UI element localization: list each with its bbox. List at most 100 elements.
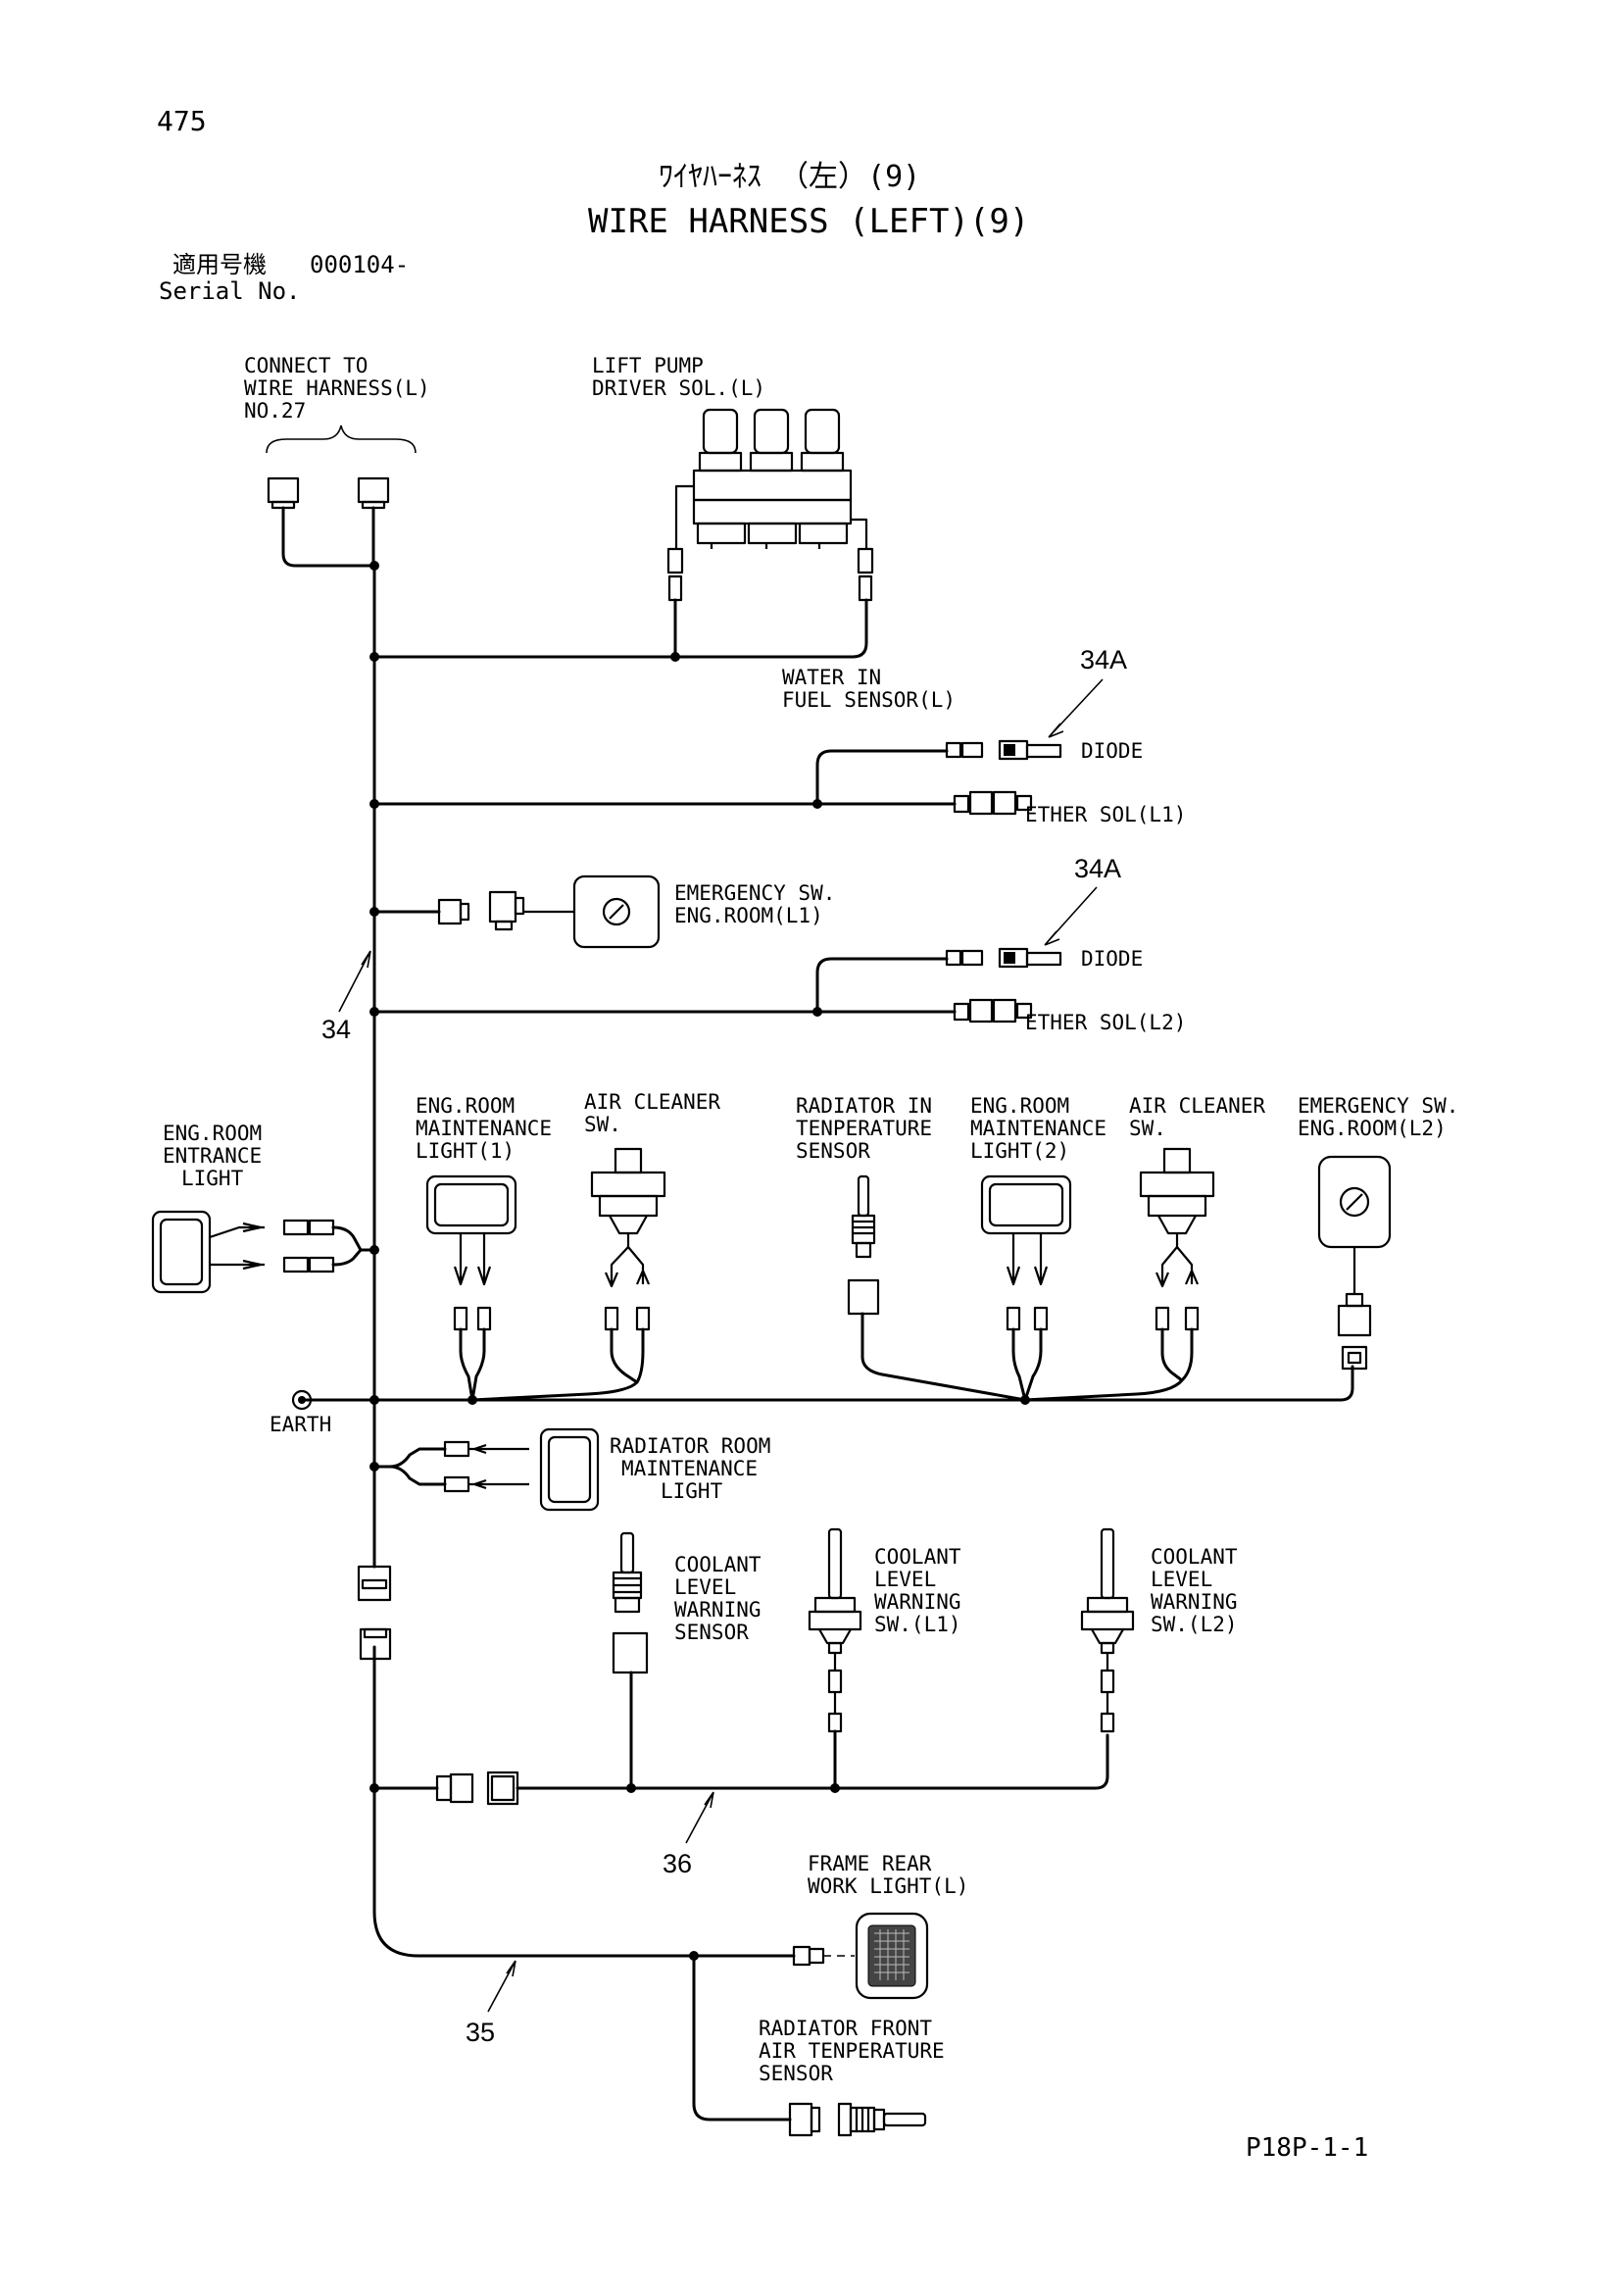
connector-icon bbox=[666, 547, 874, 602]
lift-pump-label: LIFT PUMP DRIVER SOL.(L) bbox=[592, 354, 765, 400]
title-en: WIRE HARNESS (LEFT)(9) bbox=[588, 202, 1029, 241]
diode-icon bbox=[945, 739, 1062, 761]
svg-text:SW.: SW. bbox=[584, 1113, 621, 1136]
coolant-level-sw-l2-label: COOLANT LEVEL WARNING SW.(L2) bbox=[1151, 1545, 1238, 1636]
svg-text:RADIATOR FRONT: RADIATOR FRONT bbox=[759, 2017, 932, 2040]
earth-icon bbox=[291, 1389, 313, 1411]
diode-2-label: DIODE bbox=[1081, 947, 1143, 971]
callout-36: 36 bbox=[663, 1849, 692, 1878]
ether-diode-wire-1 bbox=[372, 749, 957, 806]
svg-text:LIGHT: LIGHT bbox=[661, 1479, 723, 1503]
lamp-icon bbox=[151, 1210, 212, 1294]
svg-text:SW.: SW. bbox=[1129, 1117, 1166, 1140]
svg-text:AIR CLEANER: AIR CLEANER bbox=[584, 1090, 720, 1114]
svg-text:WARNING: WARNING bbox=[674, 1598, 762, 1622]
connector-icon bbox=[792, 1945, 825, 1967]
connector-icon bbox=[267, 476, 390, 510]
svg-text:MAINTENANCE: MAINTENANCE bbox=[970, 1117, 1106, 1140]
svg-text:RADIATOR ROOM: RADIATOR ROOM bbox=[610, 1434, 770, 1458]
radiator-front-air-temp-label: RADIATOR FRONT AIR TENPERATURE SENSOR bbox=[759, 2017, 945, 2085]
svg-text:LIGHT(1): LIGHT(1) bbox=[416, 1139, 515, 1163]
radiator-in-temp-label: RADIATOR IN TENPERATURE SENSOR bbox=[796, 1094, 932, 1163]
entrance-light-wires bbox=[209, 1222, 265, 1271]
ether-sol-l2-label: ETHER SOL(L2) bbox=[1025, 1011, 1186, 1034]
callout-35: 35 bbox=[466, 2018, 495, 2047]
coolant-level-sensor-label: COOLANT LEVEL WARNING SENSOR bbox=[674, 1553, 762, 1644]
connector-icon bbox=[357, 1565, 392, 1661]
diode-icon bbox=[945, 947, 1062, 969]
connector-icon bbox=[953, 790, 1033, 816]
eng-room-maint-1-label: ENG.ROOM MAINTENANCE LIGHT(1) bbox=[416, 1094, 552, 1163]
svg-text:MAINTENANCE: MAINTENANCE bbox=[621, 1457, 758, 1480]
lamp-icon bbox=[425, 1174, 517, 1235]
main-trunk-wire bbox=[372, 565, 796, 1958]
svg-text:LIFT PUMP: LIFT PUMP bbox=[592, 354, 704, 377]
svg-text:SENSOR: SENSOR bbox=[674, 1621, 749, 1644]
water-in-fuel-label: WATER IN FUEL SENSOR(L) bbox=[782, 666, 956, 712]
air-cleaner-sw-2-label: AIR CLEANER SW. bbox=[1129, 1094, 1265, 1140]
earth-bus-wire bbox=[302, 1365, 1354, 1402]
emergency-sw-l1-label: EMERGENCY SW. ENG.ROOM(L1) bbox=[674, 881, 835, 927]
svg-text:ENG.ROOM: ENG.ROOM bbox=[416, 1094, 515, 1118]
sensor-icon bbox=[1139, 1147, 1215, 1247]
svg-text:WATER IN: WATER IN bbox=[782, 666, 881, 689]
diode-1-label: DIODE bbox=[1081, 739, 1143, 763]
sensor-icon bbox=[590, 1147, 666, 1247]
switch-icon bbox=[1317, 1155, 1392, 1249]
serial-value: 000104- bbox=[310, 251, 409, 278]
svg-text:LEVEL: LEVEL bbox=[874, 1568, 936, 1591]
frame-rear-work-light-label: FRAME REAR WORK LIGHT(L) bbox=[808, 1852, 968, 1898]
serial-label-en: Serial No. bbox=[159, 277, 301, 305]
connector-icon bbox=[953, 998, 1033, 1023]
ether-sol-l1-label: ETHER SOL(L1) bbox=[1025, 803, 1186, 826]
sensor-icon bbox=[612, 1531, 649, 1674]
svg-text:SENSOR: SENSOR bbox=[759, 2062, 833, 2085]
svg-text:ENG.ROOM(L1): ENG.ROOM(L1) bbox=[674, 904, 823, 927]
svg-text:EMERGENCY SW.: EMERGENCY SW. bbox=[674, 881, 835, 905]
page-number: 475 bbox=[157, 105, 207, 137]
svg-text:LIGHT: LIGHT bbox=[181, 1167, 244, 1190]
svg-text:MAINTENANCE: MAINTENANCE bbox=[416, 1117, 552, 1140]
svg-text:COOLANT: COOLANT bbox=[674, 1553, 762, 1576]
brace bbox=[266, 424, 417, 454]
serial-label-jp: 適用号機 bbox=[172, 251, 267, 278]
svg-text:NO.27: NO.27 bbox=[244, 399, 306, 423]
lift-pump-wire bbox=[372, 598, 868, 659]
svg-text:DRIVER SOL.(L): DRIVER SOL.(L) bbox=[592, 376, 765, 400]
svg-text:EMERGENCY SW.: EMERGENCY SW. bbox=[1298, 1094, 1458, 1118]
coolant-branch-wire bbox=[372, 1671, 1109, 1790]
connector-icon bbox=[788, 2102, 821, 2137]
work-light-icon bbox=[855, 1912, 929, 2000]
lamp-icon bbox=[980, 1174, 1072, 1235]
eng-room-entrance-label: ENG.ROOM ENTRANCE LIGHT bbox=[163, 1122, 262, 1190]
svg-text:AIR CLEANER: AIR CLEANER bbox=[1129, 1094, 1265, 1118]
svg-text:WORK LIGHT(L): WORK LIGHT(L) bbox=[808, 1874, 968, 1898]
callout-34a-1: 34A bbox=[1080, 645, 1127, 674]
callout-34a-2: 34A bbox=[1074, 854, 1121, 883]
harness-link-wire bbox=[281, 506, 376, 568]
svg-text:ENG.ROOM: ENG.ROOM bbox=[970, 1094, 1069, 1118]
svg-text:TENPERATURE: TENPERATURE bbox=[796, 1117, 932, 1140]
coolant-level-sw-l1-label: COOLANT LEVEL WARNING SW.(L1) bbox=[874, 1545, 961, 1636]
svg-text:FRAME REAR: FRAME REAR bbox=[808, 1852, 932, 1875]
eng-room-maint-2-label: ENG.ROOM MAINTENANCE LIGHT(2) bbox=[970, 1094, 1106, 1163]
earth-label: EARTH bbox=[270, 1413, 331, 1436]
svg-text:ENG.ROOM: ENG.ROOM bbox=[163, 1122, 262, 1145]
svg-text:WARNING: WARNING bbox=[1151, 1590, 1238, 1614]
footer-code: P18P-1-1 bbox=[1246, 2133, 1368, 2163]
svg-text:COOLANT: COOLANT bbox=[1151, 1545, 1238, 1569]
svg-text:SENSOR: SENSOR bbox=[796, 1139, 870, 1163]
svg-text:LEVEL: LEVEL bbox=[674, 1575, 736, 1599]
svg-text:COOLANT: COOLANT bbox=[874, 1545, 961, 1569]
connector-icon bbox=[1337, 1292, 1372, 1371]
svg-text:WIRE HARNESS(L): WIRE HARNESS(L) bbox=[244, 376, 430, 400]
lamp-icon bbox=[539, 1427, 600, 1512]
solenoid-icon bbox=[692, 408, 853, 549]
radiator-room-maint-label: RADIATOR ROOM MAINTENANCE LIGHT bbox=[610, 1434, 770, 1503]
svg-text:SW.(L1): SW.(L1) bbox=[874, 1613, 961, 1636]
svg-text:AIR TENPERATURE: AIR TENPERATURE bbox=[759, 2039, 945, 2063]
svg-text:ENG.ROOM(L2): ENG.ROOM(L2) bbox=[1298, 1117, 1447, 1140]
svg-text:ENTRANCE: ENTRANCE bbox=[163, 1144, 262, 1168]
sensor-icon bbox=[847, 1174, 880, 1316]
